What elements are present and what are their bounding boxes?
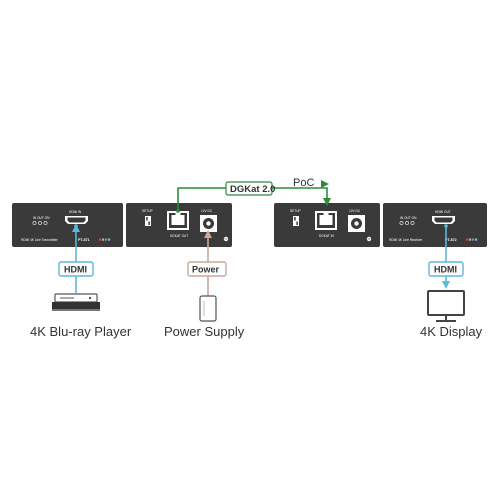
transmitter-dgkat-label: DGKAT OUT [170,234,188,238]
receiver-rear-panel: SETUP DGKAT IN 12V DC [274,203,380,247]
transmitter-port-label: HDMI IN [69,210,82,214]
power-tag-box [187,261,227,277]
hdmi-link-display: HDMI [428,224,464,289]
hdmi-tag-right-box [428,261,464,277]
receiver-front-panel: IN OUT ON HDMI OUT HDMI 4K Line Receiver… [383,203,487,247]
dgkat-cable-label: DGKat 2.0 [230,184,275,195]
receiver-ground-screw-icon [366,236,372,242]
transmitter-front-panel: IN OUT ON HDMI IN HDMI 4K Line Transmitt… [12,203,123,247]
dgkat-out-port-icon [167,211,189,230]
power-tag: Power [192,265,220,275]
transmitter-setup-label: SETUP [142,209,153,213]
transmitter-led-row [32,221,48,225]
dgkat-in-port-icon [315,211,337,230]
transmitter-power-label: 12V DC [201,209,213,213]
display-icon [427,290,465,322]
power-arrow-up-icon [204,230,212,238]
supply-caption: Power Supply [164,324,245,339]
hdmi-arrow-up-icon [72,224,80,232]
poc-arrow-right-icon [321,180,329,188]
receiver-status-label: IN OUT ON [400,216,417,220]
receiver-setup-label: SETUP [290,209,301,213]
receiver-kramer-logo [466,238,478,241]
receiver-model-label: PT-872 [445,238,457,242]
receiver-product-label: HDMI 4K Line Receiver [389,238,423,242]
bluray-player-icon [52,293,100,311]
hdmi-tag-right: HDMI [434,265,457,275]
receiver-power-label: 12V DC [349,209,361,213]
transmitter-model-label: PT-871 [78,238,90,242]
dgkat-cable: DGKat 2.0 PoC [176,177,331,213]
receiver-led-row [399,221,415,225]
transmitter-product-label: HDMI 4K Line Transmitter [21,238,59,242]
hdmi-in-port-icon [65,216,88,224]
transmitter-status-label: IN OUT ON [33,216,50,220]
hdmi-arrow-down-icon [442,281,450,289]
power-link: Power [187,230,227,296]
power-supply-icon [199,295,217,322]
hdmi-link-source: HDMI [58,224,94,293]
hdmi-tag-left: HDMI [64,265,87,275]
dgkat-cable-label-box [225,181,273,196]
ground-screw-icon [223,236,229,242]
cable-arrow-down-icon [323,198,331,206]
source-caption: 4K Blu-ray Player [30,324,132,339]
receiver-dgkat-label: DGKAT IN [319,234,334,238]
receiver-dc-power-jack-icon [348,215,365,232]
hdmi-tag-left-box [58,261,94,277]
dc-power-jack-icon [200,215,217,232]
cable-start-dot [176,209,180,213]
poc-label: PoC [293,177,314,189]
kramer-logo [99,238,111,241]
receiver-setup-dip-switch-icon[interactable] [293,216,299,226]
setup-dip-switch-icon[interactable] [145,216,151,226]
display-caption: 4K Display [420,324,483,339]
hdmi-out-port-icon [432,216,455,224]
receiver-port-label: HDMI OUT [435,210,451,214]
